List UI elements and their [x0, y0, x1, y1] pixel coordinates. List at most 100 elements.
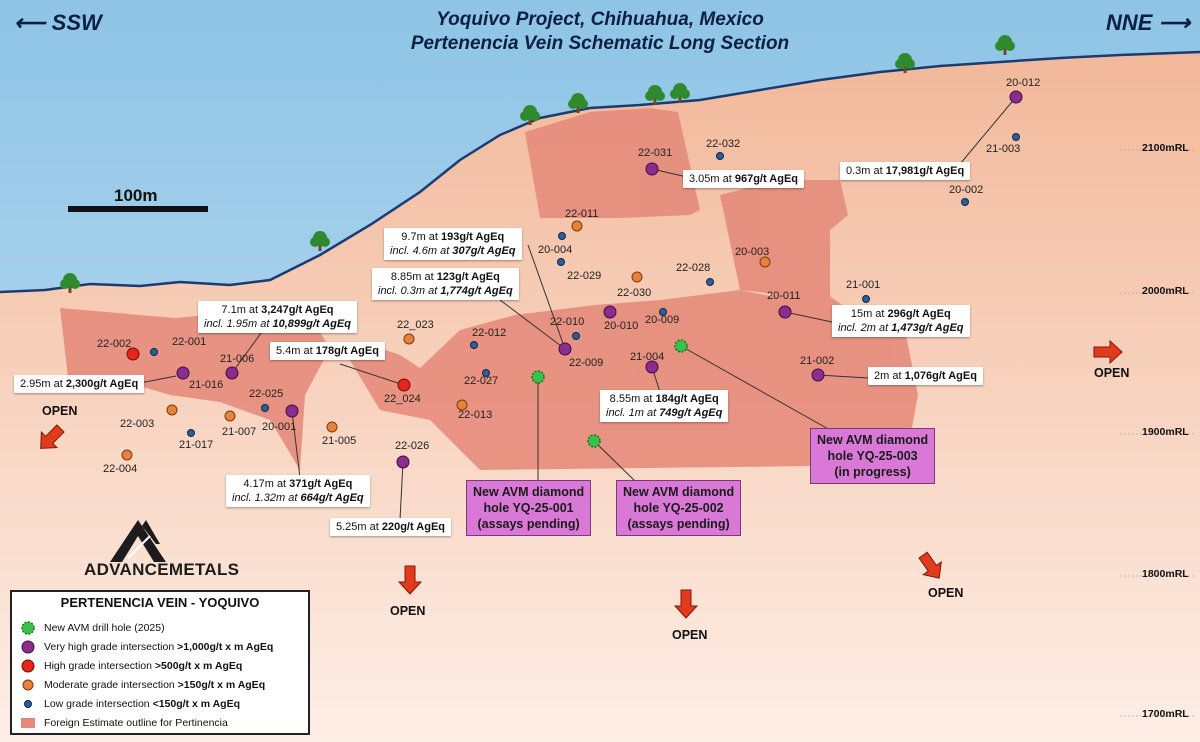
drill-hole-label: 20-003	[735, 246, 770, 258]
drill-hole-label: 21-016	[189, 379, 224, 391]
title-line-1: Yoquivo Project, Chihuahua, Mexico	[436, 9, 764, 30]
very-high-grade-icon	[21, 640, 35, 654]
drill-hole-label: 20-009	[645, 314, 680, 326]
elevation-label: 1900mRL	[1142, 426, 1189, 438]
drill-hole-marker	[176, 366, 190, 380]
drill-hole-label: 20-001	[262, 421, 297, 433]
drill-hole-marker	[261, 404, 269, 412]
leader-line	[291, 410, 301, 479]
intercept-callout: 3.05m at 967g/t AgEq	[683, 170, 805, 188]
drill-hole-label: 22_024	[384, 393, 421, 405]
drill-hole-label: 21-002	[800, 355, 835, 367]
new-drill-hole-marker	[674, 339, 688, 353]
drill-hole-marker	[397, 378, 411, 392]
title-line-2: Pertenencia Vein Schematic Long Section	[410, 33, 790, 54]
drill-hole-label: 22_023	[397, 319, 434, 331]
figure-title: Yoquivo Project, Chihuahua, Mexico Perte…	[0, 8, 1200, 56]
drill-hole-label: 22-031	[638, 147, 673, 159]
leader-line	[339, 363, 405, 386]
leader-line	[784, 311, 833, 323]
drill-hole-label: 22-001	[172, 336, 207, 348]
high-grade-icon	[21, 659, 35, 673]
elevation-label: 2100mRL	[1142, 142, 1189, 154]
elevation-label: 1700mRL	[1142, 708, 1189, 720]
drill-hole-marker	[150, 348, 158, 356]
drill-hole-marker	[645, 162, 659, 176]
open-arrow-icon	[40, 424, 65, 449]
legend-title: PERTENENCIA VEIN - YOQUIVO	[60, 595, 260, 610]
drill-hole-label: 22-029	[567, 270, 602, 282]
intercept-callout: 2m at 1,076g/t AgEq	[868, 367, 983, 385]
surface-profile	[0, 50, 1200, 294]
drill-hole-label: 22-004	[103, 463, 138, 475]
drill-hole-marker	[645, 360, 659, 374]
drill-hole-label: 20-010	[604, 320, 639, 332]
drill-hole-marker	[126, 347, 140, 361]
elevation-label: 1800mRL	[1142, 568, 1189, 580]
drill-hole-marker	[456, 399, 468, 411]
drill-hole-label: 22-010	[550, 316, 585, 328]
estimate-zone-west	[60, 308, 330, 470]
company-logo	[110, 520, 166, 562]
open-label: OPEN	[42, 404, 78, 418]
drill-hole-label: 21-006	[220, 353, 255, 365]
drill-hole-marker	[603, 305, 617, 319]
drill-hole-label: 22-009	[569, 357, 604, 369]
drill-hole-label: 22-025	[249, 388, 284, 400]
company-name: ADVANCEMETALS	[84, 560, 240, 579]
drill-hole-marker	[557, 258, 565, 266]
legend-item-very-high: Very high grade intersection >1,000g/t x…	[20, 639, 273, 655]
open-label: OPEN	[1094, 366, 1130, 380]
drill-hole-marker	[961, 198, 969, 206]
drill-hole-label: 20-011	[767, 290, 801, 302]
drill-hole-marker	[1012, 133, 1020, 141]
elevation-label: 2000mRL	[1142, 285, 1189, 297]
scale-bar-line	[68, 206, 208, 212]
drill-hole-marker	[285, 404, 299, 418]
drill-hole-marker	[778, 305, 792, 319]
drill-hole-label: 22-003	[120, 418, 155, 430]
drill-hole-marker	[224, 410, 236, 422]
tree-icon	[995, 35, 1015, 55]
open-arrow-icon	[918, 551, 942, 579]
estimate-outline-icon	[21, 718, 35, 728]
drill-hole-label: 20-012	[1006, 77, 1041, 89]
drill-hole-label: 21-007	[222, 426, 257, 438]
intercept-callout: 2.95m at 2,300g/t AgEq	[14, 375, 145, 393]
intercept-callout: 5.25m at 220g/t AgEq	[330, 518, 452, 536]
trees	[60, 35, 1015, 293]
drill-hole-marker	[396, 455, 410, 469]
leader-line	[527, 244, 566, 350]
scale-bar	[68, 206, 208, 212]
drill-hole-label: 21-005	[322, 435, 357, 447]
moderate-grade-icon	[22, 679, 34, 691]
drill-hole-label: 21-004	[630, 351, 665, 363]
estimate-zone-north-upper	[525, 108, 700, 218]
foreign-estimate-outline	[60, 108, 918, 470]
open-label: OPEN	[928, 586, 964, 600]
tree-icon	[568, 93, 588, 113]
tree-icon	[670, 83, 690, 103]
open-arrow-icon	[1093, 339, 1123, 365]
drill-hole-marker	[121, 449, 133, 461]
leader-line	[399, 461, 404, 521]
drill-hole-label: 22-011	[565, 208, 599, 220]
new-hole-icon	[21, 621, 35, 635]
low-grade-icon	[24, 700, 32, 708]
tree-icon	[520, 105, 540, 125]
drill-hole-label: 21-017	[179, 439, 214, 451]
drill-hole-marker	[166, 404, 178, 416]
drill-holes	[121, 90, 1023, 469]
drill-hole-label: 22-013	[458, 409, 493, 421]
leader-line	[959, 96, 1017, 165]
drill-hole-marker	[716, 152, 724, 160]
leader-line	[139, 375, 177, 384]
open-arrow-icon	[397, 565, 423, 595]
tree-icon	[895, 53, 915, 73]
